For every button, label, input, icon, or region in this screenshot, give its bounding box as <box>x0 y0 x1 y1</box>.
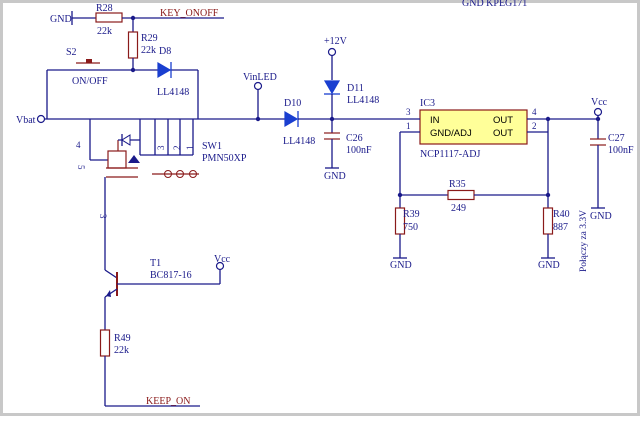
r39-label: R39 <box>403 209 420 220</box>
c26-label: C26 <box>346 133 363 144</box>
r40-resistor <box>542 207 554 235</box>
vcc-right-port <box>593 107 603 117</box>
r35-label: R35 <box>449 179 466 190</box>
note-33v: Połączy za 3.3V <box>579 210 589 272</box>
r40-value: 887 <box>553 222 568 233</box>
r28-resistor <box>95 12 123 23</box>
c27-label: C27 <box>608 133 625 144</box>
r35-resistor <box>447 189 475 201</box>
r40-label: R40 <box>553 209 570 220</box>
sw1-label: SW1 <box>202 141 222 152</box>
vbat-port <box>36 114 46 124</box>
gnd-r40-label: GND <box>538 260 560 271</box>
ic3-pin-2: 2 <box>532 121 537 131</box>
plus12v-label: +12V <box>324 36 348 47</box>
r49-value: 22k <box>114 345 129 356</box>
s2-value: ON/OFF <box>72 76 108 87</box>
ic3-gnd-pin: GND/ADJ <box>430 128 472 139</box>
vcc-t1-port <box>215 261 225 271</box>
vinled-label: VinLED <box>243 72 277 83</box>
d8-value: LL4148 <box>157 87 189 98</box>
r28-value: 22k <box>97 26 112 37</box>
r29-value: 22k <box>141 45 156 56</box>
sw1-pin-4: 4 <box>76 140 81 150</box>
sw1-mosfet <box>89 119 199 186</box>
sw1-value: PMN50XP <box>202 153 247 164</box>
t1-transistor <box>104 269 221 330</box>
vcc-t1-label: Vcc <box>214 254 231 265</box>
ic3-in-pin: IN <box>430 115 440 126</box>
d8-diode <box>157 61 172 79</box>
r39-value: 750 <box>403 222 418 233</box>
plus12v-port <box>327 47 337 57</box>
r35-value: 249 <box>451 203 466 214</box>
ic3-pin-3: 3 <box>406 107 411 117</box>
d11-label: D11 <box>347 83 364 94</box>
sw1-pin-1: 1 <box>185 146 195 151</box>
keep-on-net: KEEP_ON <box>146 396 190 407</box>
junction-dot <box>545 116 551 122</box>
ic3-out2-pin: OUT <box>493 128 513 139</box>
gnd-top-label: GND <box>50 14 72 25</box>
t1-label: T1 <box>150 258 161 269</box>
r29-label: R29 <box>141 33 158 44</box>
sw1-pin-5: 5 <box>76 165 86 170</box>
ic3-pin-4: 4 <box>532 107 537 117</box>
sw1-pin-2: 2 <box>172 146 182 151</box>
ic3-label: IC3 <box>420 98 435 109</box>
d11-diode <box>323 80 341 95</box>
r49-label: R49 <box>114 333 131 344</box>
ic3-out1-pin: OUT <box>493 115 513 126</box>
c26-capacitor <box>324 132 340 168</box>
c27-value: 100nF <box>608 145 634 156</box>
vbat-label: Vbat <box>16 115 36 126</box>
d10-diode <box>284 110 299 128</box>
t1-value: BC817-16 <box>150 270 192 281</box>
sw1-pin-3: 3 <box>156 145 166 150</box>
r29-resistor <box>127 31 139 59</box>
vinled-port <box>253 81 263 91</box>
ic3-chip <box>419 109 528 145</box>
junction-dot <box>595 116 601 122</box>
d11-value: LL4148 <box>347 95 379 106</box>
key-onoff-net: KEY_ONOFF <box>160 8 219 19</box>
r49-resistor <box>99 329 111 357</box>
gnd-c27-label: GND <box>590 211 612 222</box>
ic3-pin-1: 1 <box>406 121 411 131</box>
junction-dot <box>545 192 551 198</box>
d10-label: D10 <box>284 98 301 109</box>
ic3-part: NCP1117-ADJ <box>420 149 480 160</box>
gnd-r39-label: GND <box>390 260 412 271</box>
c26-value: 100nF <box>346 145 372 156</box>
t1-pin-3: 3 <box>98 214 108 219</box>
r28-label: R28 <box>96 3 113 14</box>
s2-label: S2 <box>66 47 77 58</box>
d8-label: D8 <box>159 46 171 57</box>
vcc-right-label: Vcc <box>591 97 608 108</box>
top-cut-label: GND KPEG171 <box>462 0 527 9</box>
gnd-top-symbol <box>71 11 96 25</box>
junction-dot <box>255 116 261 122</box>
c27-capacitor <box>590 138 606 209</box>
d10-value: LL4148 <box>283 136 315 147</box>
gnd-c26-label: GND <box>324 171 346 182</box>
